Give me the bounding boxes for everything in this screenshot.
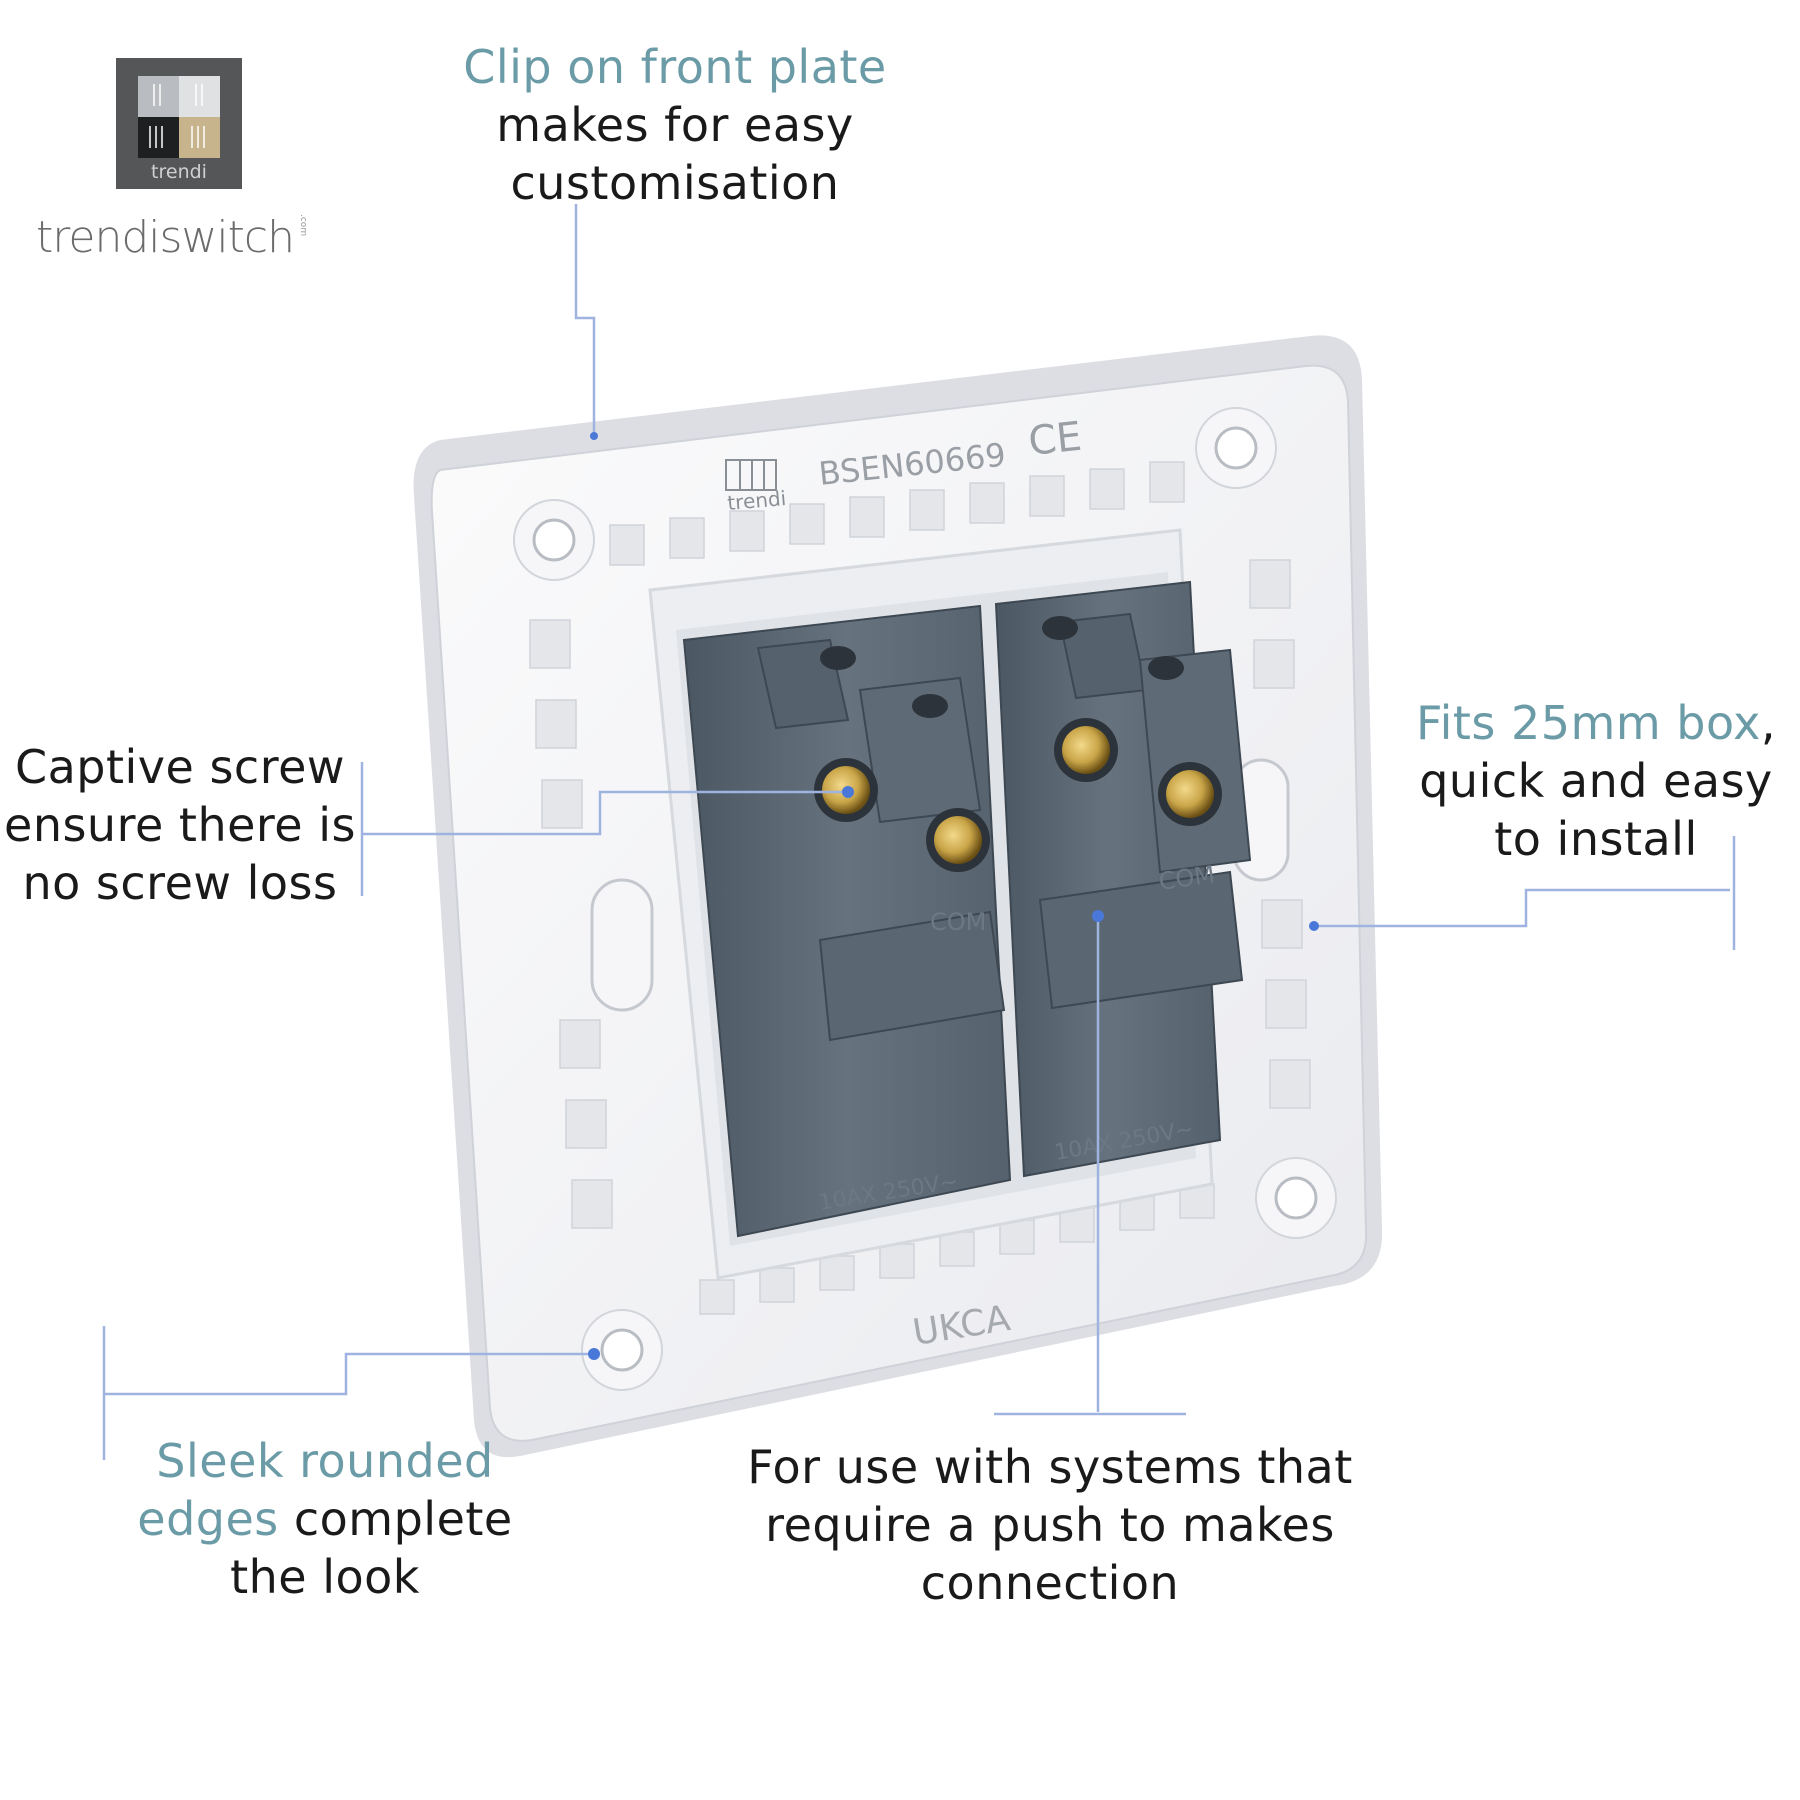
leader-fits <box>1316 888 1730 928</box>
maker-mark: trendi <box>726 486 787 515</box>
callout-push-connection: For use with systems that require a push… <box>740 1438 1360 1612</box>
callout-push-line3: connection <box>920 1556 1180 1610</box>
callout-fits-line2: quick and easy <box>1419 754 1773 808</box>
terminal-screw-4 <box>1158 762 1222 826</box>
callout-fits-accent: Fits 25mm box <box>1415 696 1761 750</box>
leader-captive <box>362 790 848 836</box>
screw-holes <box>513 407 1337 1391</box>
brand-suffix: .com <box>298 214 308 237</box>
callout-clip-on: Clip on front plate makes for easy custo… <box>420 38 930 212</box>
callout-captive-line3: no screw loss <box>22 856 338 910</box>
rib-grid <box>529 461 1311 1315</box>
callout-clip-on-line3: customisation <box>510 156 840 210</box>
dot-push <box>1092 910 1104 922</box>
callout-sleek-rest2: complete <box>278 1492 513 1546</box>
screw-hole-bottom-left <box>581 1309 663 1391</box>
callout-push-line2: require a push to makes <box>765 1498 1335 1552</box>
leader-clip-on <box>574 204 596 436</box>
dot-captive <box>842 786 854 798</box>
terminal-screw-3 <box>1054 718 1118 782</box>
callout-sleek-accent2: edges <box>137 1492 279 1546</box>
leader-lines <box>102 204 1736 1460</box>
mechanism-left: COM 10AX 250V~ <box>682 604 1012 1238</box>
brass-terminals <box>814 718 1222 872</box>
callout-sleek-line2: edges complete <box>120 1490 530 1548</box>
dot-fits <box>1309 921 1319 931</box>
callout-captive-line2: ensure there is <box>4 798 356 852</box>
screw-hole-top-left <box>513 499 595 581</box>
screw-hole-top-right <box>1195 407 1277 489</box>
maker-mark-icon <box>725 459 777 491</box>
callout-captive-line1: Captive screw <box>14 740 346 794</box>
callout-push-line1: For use with systems that <box>747 1440 1353 1494</box>
logo-mark: trendi <box>116 58 242 189</box>
terminal-com-left: COM <box>930 908 986 936</box>
leader-dots <box>588 432 1319 1360</box>
terminal-screw-2 <box>926 808 990 872</box>
callout-fits-comma: , <box>1760 696 1777 750</box>
slot-hole-left <box>590 878 654 1012</box>
callout-fits-line1: Fits 25mm box, <box>1396 694 1796 752</box>
callout-sleek-accent1: Sleek rounded <box>156 1434 494 1488</box>
leader-sleek <box>104 1352 592 1396</box>
callout-fits-line3: to install <box>1494 812 1698 866</box>
callout-sleek-edges: Sleek rounded edges complete the look <box>120 1432 530 1606</box>
screw-hole-bottom-right <box>1255 1157 1337 1239</box>
mechanism-right: COM 10AX 250V~ <box>994 580 1252 1178</box>
logo-text: trendi <box>151 161 207 183</box>
callout-clip-on-line2: makes for easy <box>496 98 854 152</box>
dot-clip-on <box>590 432 598 440</box>
callout-clip-on-accent: Clip on front plate <box>463 40 887 94</box>
dot-sleek <box>588 1348 600 1360</box>
brand-wordmark: trendiswitch <box>36 212 295 263</box>
brand-logo: trendi <box>116 58 242 189</box>
ce-mark: CE <box>1026 414 1084 465</box>
callout-fits-box: Fits 25mm box, quick and easy to install <box>1396 694 1796 868</box>
callout-captive-screw: Captive screw ensure there is no screw l… <box>0 738 360 912</box>
callout-sleek-line3: the look <box>230 1550 420 1604</box>
